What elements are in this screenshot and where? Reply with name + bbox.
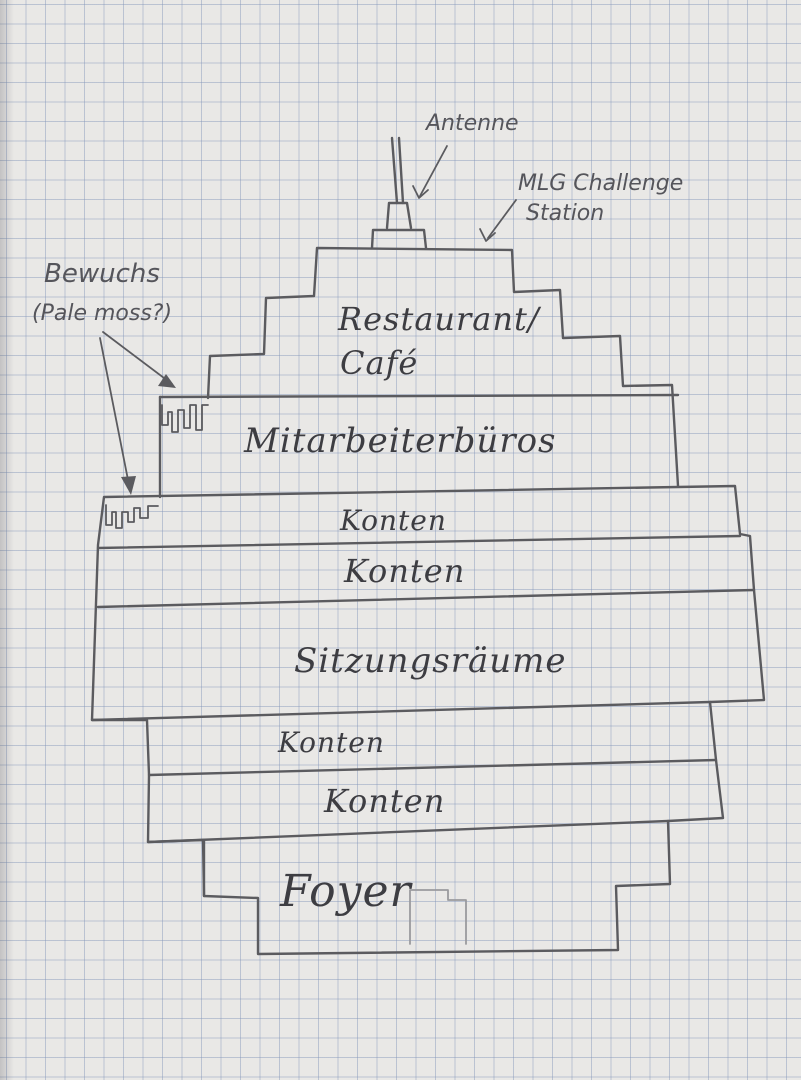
vaults-lower-1-label: Konten	[277, 726, 385, 759]
restaurant-label-line2: Café	[340, 344, 418, 382]
floor-line-1	[96, 534, 742, 550]
foyer-label: Foyer	[279, 866, 414, 917]
antenna-base-upper	[385, 201, 413, 230]
antenna-structure	[370, 136, 428, 250]
growth-arrow-upper	[102, 331, 176, 388]
moss-growth-lower	[105, 504, 159, 529]
vaults-lower-2-label: Konten	[323, 782, 445, 820]
foyer-door-sketch	[409, 889, 467, 945]
floor-line-3	[90, 700, 712, 722]
middle-block-outline	[90, 484, 766, 956]
meeting-rooms-label: Sitzungsräume	[294, 641, 567, 681]
floor-line-5	[146, 819, 670, 844]
challenge-station-arrow	[479, 199, 517, 242]
antenna-arrow	[412, 145, 448, 199]
antenna-label: Antenne	[424, 111, 519, 136]
growth-arrow-lower	[99, 337, 136, 495]
staff-offices-top-line	[158, 393, 680, 399]
vaults-upper-2-label: Konten	[343, 552, 465, 590]
upper-tier-outline	[206, 246, 680, 488]
notebook-binding-edge	[0, 0, 14, 1080]
growth-label-line2: (Pale moss?)	[32, 301, 172, 326]
floor-line-4	[147, 758, 718, 777]
growth-label-line1: Bewuchs	[44, 259, 160, 289]
vaults-upper-1-label: Konten	[339, 504, 447, 537]
challenge-station-label-line2: Station	[526, 201, 604, 226]
floor-line-2	[96, 588, 756, 609]
restaurant-label-line1: Restaurant/	[337, 300, 542, 338]
antenna-base-lower	[370, 228, 428, 250]
antenna-mast	[390, 136, 399, 205]
challenge-station-label-line1: MLG Challenge	[518, 171, 683, 196]
moss-growth-upper	[161, 404, 209, 433]
staff-offices-label: Mitarbeiterbüros	[243, 421, 557, 461]
antenna-mast-right	[397, 136, 405, 205]
